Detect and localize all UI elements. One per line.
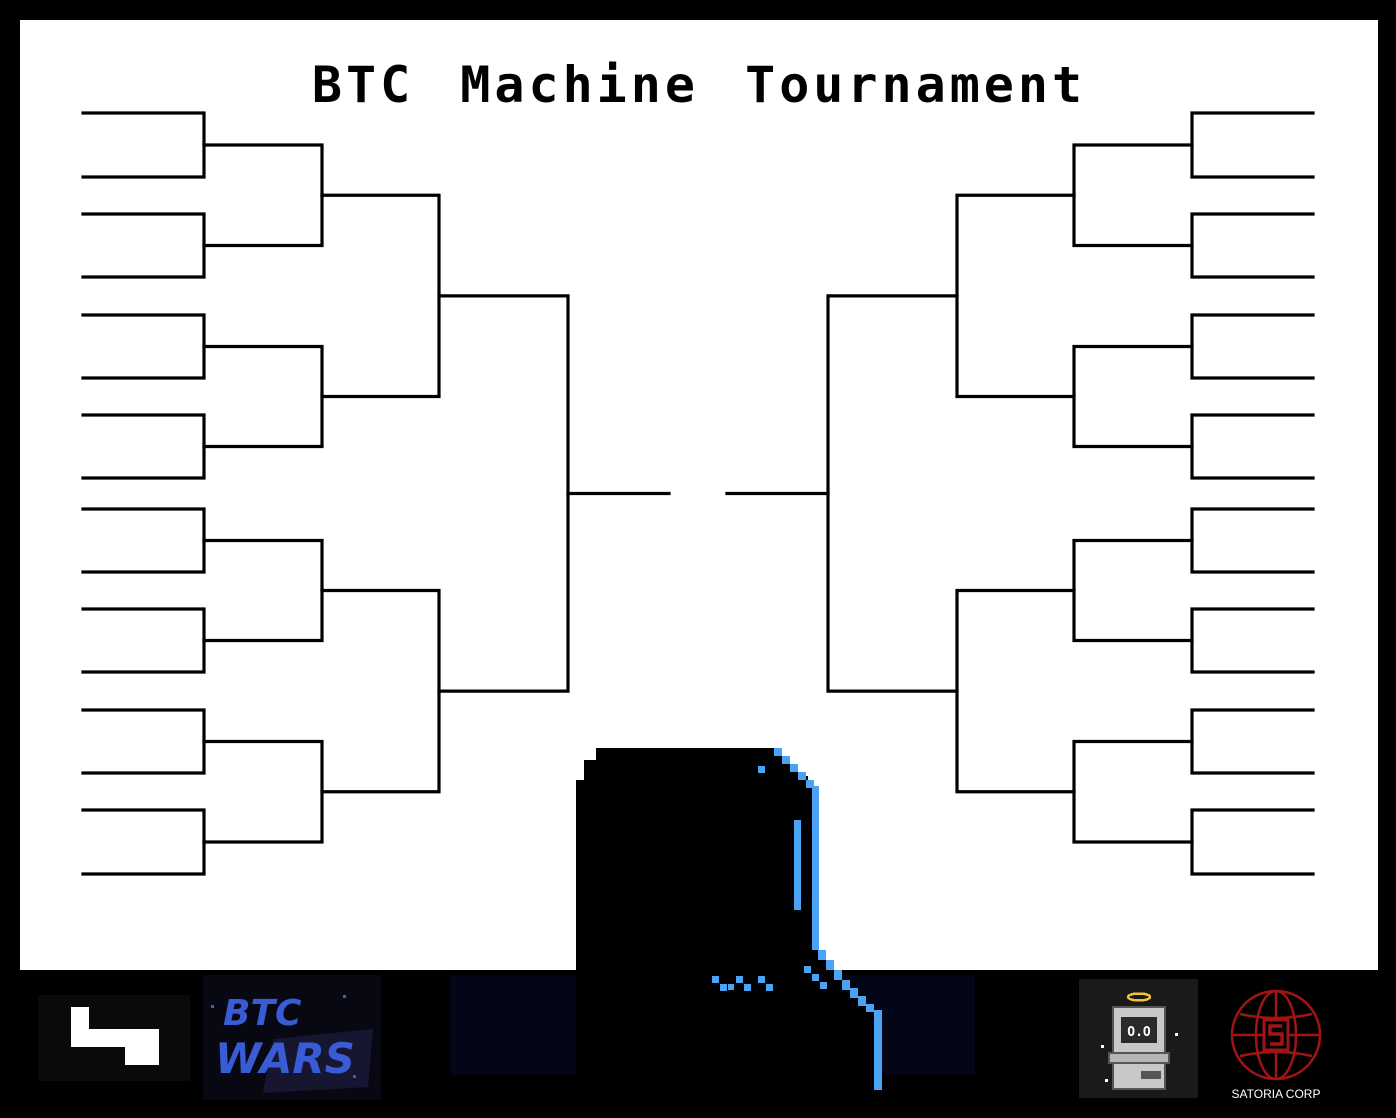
satoria-corp-label: SATORIA CORP: [1231, 1087, 1321, 1101]
btc-wars-line1: BTC: [223, 993, 302, 1034]
machine-highlight: [712, 748, 882, 1090]
satoria-corp-logo: [1230, 989, 1322, 1081]
btc-wars-logo: BTC WARS: [203, 975, 381, 1100]
pixel-glyph-icon: [71, 1007, 159, 1065]
robot-computer-logo: O.O: [1079, 979, 1198, 1098]
robot-screen-text: O.O: [1127, 1025, 1151, 1040]
page-title: BTC Machine Tournament: [311, 56, 1087, 114]
globe-s-icon: [1230, 989, 1322, 1081]
robot-computer-icon: [1101, 992, 1178, 1090]
pixel-glyph-logo: [38, 995, 190, 1081]
btc-wars-line2: WARS: [215, 1034, 355, 1083]
